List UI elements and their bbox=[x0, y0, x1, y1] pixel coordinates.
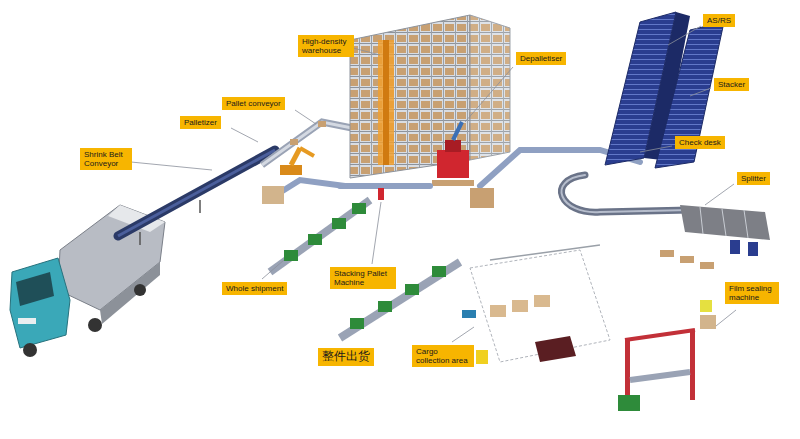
callout-label: Pallet conveyor bbox=[222, 97, 285, 110]
callout-text: Shrink Belt Conveyor bbox=[84, 150, 128, 168]
callout-label: Palletizer bbox=[180, 116, 221, 129]
callout-text: Check desk bbox=[679, 138, 721, 147]
leader-lines bbox=[131, 26, 736, 342]
film-sealing bbox=[618, 300, 716, 411]
callout-text: Palletizer bbox=[184, 118, 217, 127]
callout-text: 整件出货 bbox=[322, 350, 370, 364]
pallet-conveyor bbox=[262, 121, 352, 165]
callout-label: Stacker bbox=[714, 78, 749, 91]
callout-text: AS/RS bbox=[707, 16, 731, 25]
callout-label: AS/RS bbox=[703, 14, 735, 27]
belt-conveyor bbox=[118, 150, 275, 245]
callout-label: 整件出货 bbox=[318, 348, 374, 366]
callout-label: Shrink Belt Conveyor bbox=[80, 148, 132, 170]
splitter bbox=[660, 205, 770, 269]
callout-label: Cargo collection area bbox=[412, 345, 474, 367]
callout-text: Splitter bbox=[741, 174, 766, 183]
callout-text: Stacking Pallet Machine bbox=[334, 269, 392, 287]
rack-warehouse bbox=[350, 15, 510, 178]
cargo-area bbox=[462, 245, 610, 364]
depalletiser bbox=[432, 122, 474, 186]
callout-label: Check desk bbox=[675, 136, 725, 149]
callout-text: High-density warehouse bbox=[302, 37, 350, 55]
asrs-racks bbox=[605, 12, 724, 168]
callout-text: Cargo collection area bbox=[416, 347, 470, 365]
whole-shipment-line bbox=[270, 200, 370, 272]
callout-label: Stacking Pallet Machine bbox=[330, 267, 396, 289]
callout-label: Whole shipment bbox=[222, 282, 287, 295]
callout-text: Whole shipment bbox=[226, 284, 283, 293]
callout-label: High-density warehouse bbox=[298, 35, 354, 57]
callout-text: Film sealing machine bbox=[729, 284, 775, 302]
callout-text: Pallet conveyor bbox=[226, 99, 281, 108]
callout-label: Depalletiser bbox=[516, 52, 566, 65]
callout-text: Depalletiser bbox=[520, 54, 562, 63]
callout-text: Stacker bbox=[718, 80, 745, 89]
palletizer-robot bbox=[280, 148, 314, 175]
callout-label: Splitter bbox=[737, 172, 770, 185]
callout-label: Film sealing machine bbox=[725, 282, 779, 304]
